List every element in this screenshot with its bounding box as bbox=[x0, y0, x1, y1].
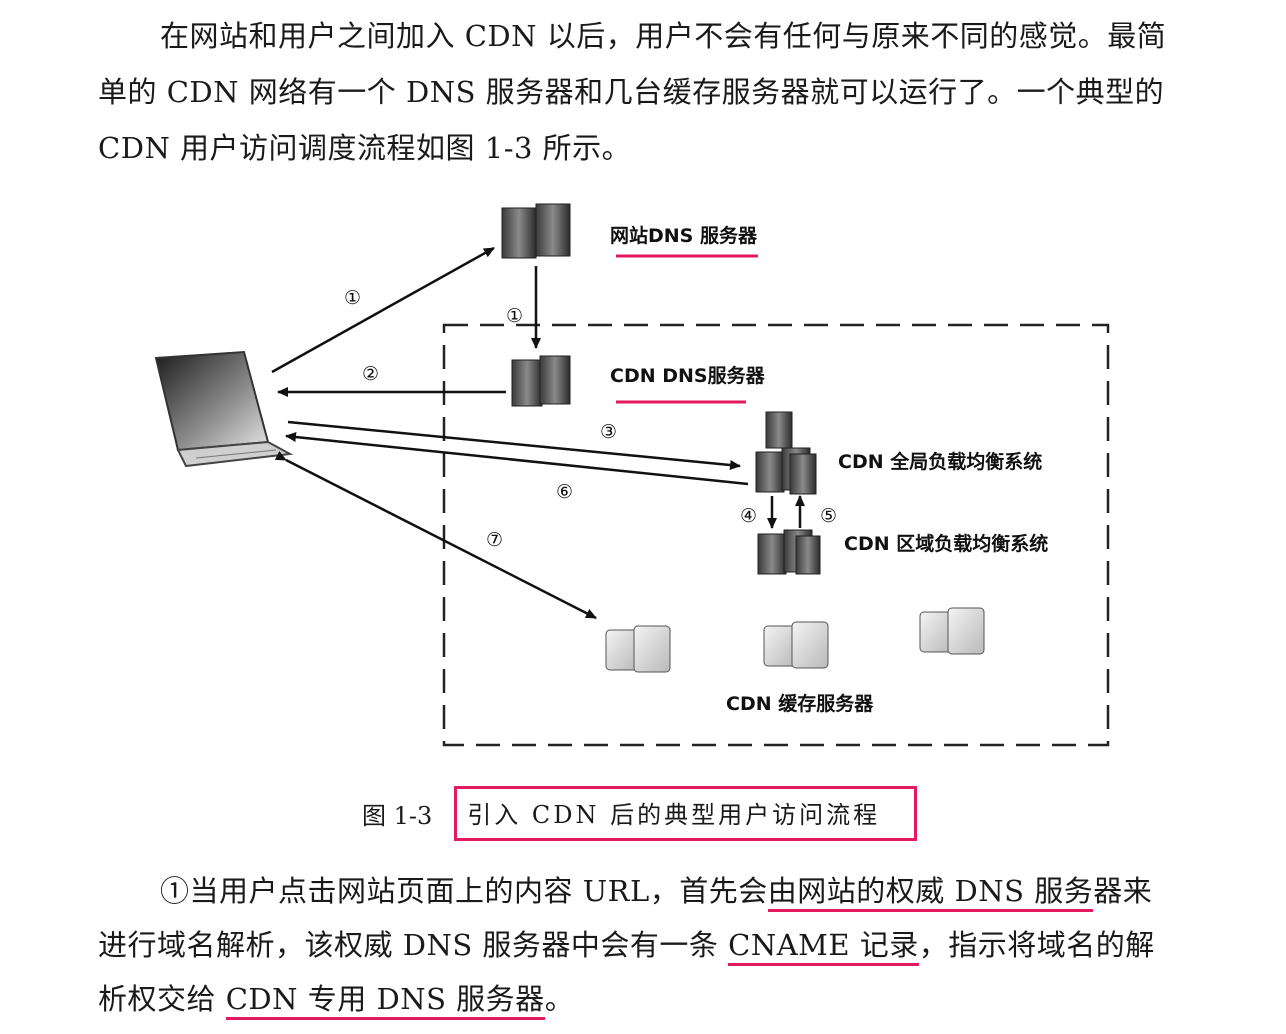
figure-number: 图 1-3 bbox=[362, 801, 433, 830]
figure-title: 引入 CDN 后的典型用户访问流程 bbox=[454, 785, 918, 841]
arrow-1-to-site-dns bbox=[271, 246, 495, 374]
cdn-dns-label: CDN DNS服务器 bbox=[610, 364, 766, 387]
step-1-marker: ① bbox=[344, 287, 361, 309]
arrow-7-bidirectional bbox=[274, 451, 597, 620]
cdn-flow-diagram: 网站DNS 服务器 CDN DNS服务器 CDN 全局负载均衡系统 CDN 区域… bbox=[154, 203, 1110, 747]
step-7-marker: ⑦ bbox=[486, 529, 503, 551]
step-4-marker: ④ bbox=[740, 505, 757, 527]
regional-lb-label: CDN 区域负载均衡系统 bbox=[844, 532, 1048, 555]
cache-server-icon bbox=[605, 625, 671, 673]
figure-caption: 图 1-3 引入 CDN 后的典型用户访问流程 bbox=[362, 785, 918, 841]
arrow-3-to-global-lb bbox=[287, 420, 741, 471]
step-1-text-mid1: 器来进行域名解析，该权威 DNS 服务器中会有一条 bbox=[98, 874, 1153, 962]
site-dns-label: 网站DNS 服务器 bbox=[610, 224, 758, 247]
step-1-highlight-authoritative-dns: 由网站的权威 DNS 服务 bbox=[767, 874, 1094, 912]
step-1-highlight-cdn-dns: CDN 专用 DNS 服务器 bbox=[225, 982, 545, 1020]
user-laptop-icon bbox=[154, 350, 294, 468]
cache-label: CDN 缓存服务器 bbox=[726, 692, 874, 715]
regional-load-balancer-icon bbox=[757, 529, 821, 575]
global-lb-label: CDN 全局负载均衡系统 bbox=[838, 450, 1042, 473]
site-dns-server-icon bbox=[501, 203, 571, 259]
cache-server-icon bbox=[763, 621, 829, 669]
step-1-paragraph: ①当用户点击网站页面上的内容 URL，首先会由网站的权威 DNS 服务器来进行域… bbox=[98, 864, 1178, 1026]
step-2-marker: ② bbox=[362, 363, 379, 385]
step-3-marker: ③ bbox=[600, 421, 617, 443]
global-load-balancer-icon bbox=[755, 411, 817, 495]
cache-server-icon bbox=[919, 607, 985, 655]
step-1-text-after: 。 bbox=[544, 982, 575, 1016]
cdn-dns-server-icon bbox=[511, 355, 571, 407]
step-6-marker: ⑥ bbox=[556, 481, 573, 503]
step-5-marker: ⑤ bbox=[820, 505, 837, 527]
step-1-text-before: ①当用户点击网站页面上的内容 URL，首先会 bbox=[160, 874, 768, 908]
step-1-text-mid2: ，指示将域名的解析权交给 bbox=[98, 928, 1155, 1016]
step-1b-marker: ① bbox=[506, 305, 523, 327]
intro-text: 在网站和用户之间加入 CDN 以后，用户不会有任何与原来不同的感觉。最简单的 C… bbox=[98, 19, 1167, 165]
step-1-highlight-cname: CNAME 记录 bbox=[728, 928, 919, 966]
intro-paragraph: 在网站和用户之间加入 CDN 以后，用户不会有任何与原来不同的感觉。最简单的 C… bbox=[98, 8, 1178, 176]
